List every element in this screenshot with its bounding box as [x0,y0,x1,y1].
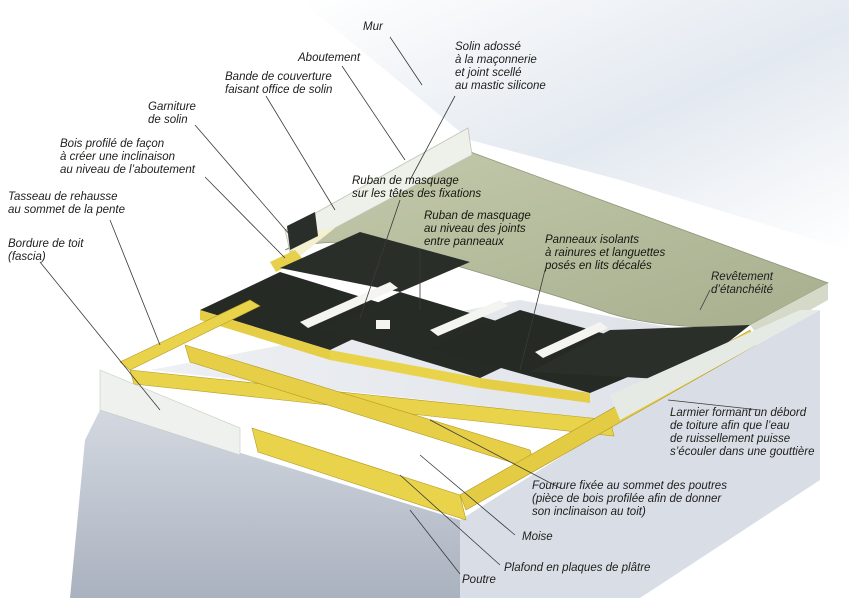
abutment-timber [270,250,302,272]
label-poutre: Poutre [462,574,496,586]
label-garniture-solin: Garniture de solin [148,101,196,126]
fixing-tape [376,320,390,329]
building-right-side [460,310,820,598]
label-plafond: Plafond en plaques de plâtre [504,562,651,574]
label-moise: Moise [522,531,553,543]
solin-dark [287,212,318,250]
label-solin-adosse: Solin adossé à la maçonnerie et joint sc… [455,41,546,92]
label-revetement: Revêtement d’étanchéité [711,271,774,296]
joint-tape-2 [430,300,508,336]
label-fourrure: Fourrure fixée au sommet des poutres (pi… [532,480,727,518]
label-mur: Mur [363,21,383,33]
panel-edge-1 [200,310,330,360]
edge-batten [119,299,261,371]
drip-edge [610,310,820,420]
label-ruban-joints: Ruban de masquage au niveau des joints e… [424,210,531,248]
fascia-board [99,369,241,456]
label-panneaux-isolants: Panneaux isolants à rainures et languett… [545,234,666,272]
building-side [70,410,460,598]
panel-edge-2 [330,350,480,388]
joist-3 [251,427,467,521]
label-bordure-toit: Bordure de toit (fascia) [8,238,84,263]
label-bois-profile: Bois profilé de façon à créer une inclin… [60,138,195,176]
leader-lines [39,36,761,575]
joint-tape-1 [300,282,398,328]
wall-flashing [284,127,473,253]
insulation-panel-e [280,232,470,292]
label-ruban-fixations: Ruban de masquage sur les têtes des fixa… [352,175,482,200]
label-aboutement: Aboutement [298,52,361,64]
wall [300,0,849,250]
label-tasseau: Tasseau de rehausse au sommet de la pent… [8,191,125,216]
label-bande-couverture: Bande de couverture faisant office de so… [225,71,333,96]
label-larmier: Larmier formant un débord de toiture afi… [670,407,815,458]
panel-edge-3 [480,378,590,403]
flashing-strip [290,228,335,256]
joint-tape-3 [535,322,608,358]
